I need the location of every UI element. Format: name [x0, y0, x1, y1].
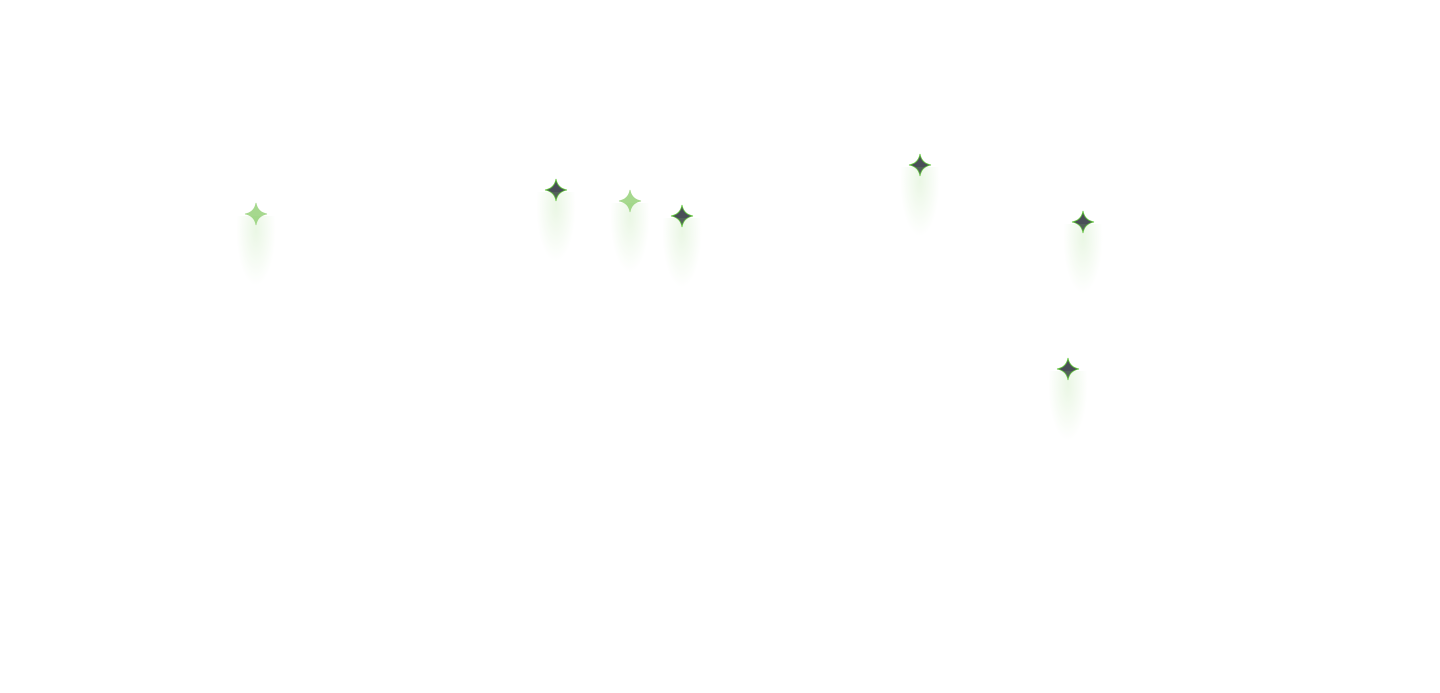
- sparkle-icon: [900, 153, 940, 238]
- sparkle-icon: [1063, 210, 1103, 295]
- sparkle-icon: [610, 189, 650, 274]
- sparkle-icon: [662, 204, 702, 289]
- sparkle-icon: [1048, 357, 1088, 442]
- sparkle-icon: [236, 202, 276, 287]
- sparkle-icon: [536, 178, 576, 263]
